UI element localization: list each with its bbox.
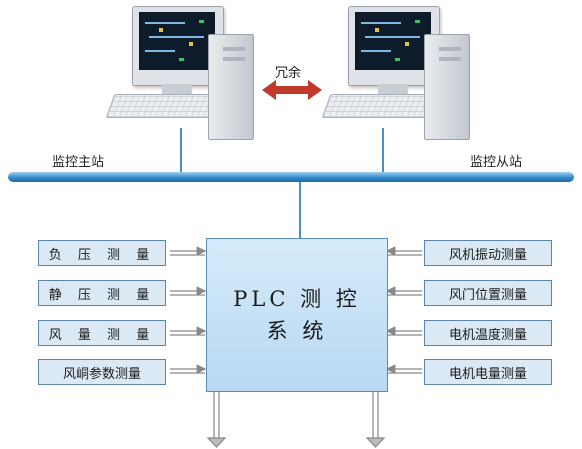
slave-screen	[355, 12, 431, 70]
slave-monitor	[348, 6, 440, 86]
plc-title-line1: PLC 测 控	[233, 287, 361, 311]
plc-drop-line	[299, 182, 301, 239]
input-box-fan-vibration: 风机振动测量	[424, 240, 552, 266]
input-box-motor-temperature: 电机温度测量	[424, 320, 552, 346]
master-drop-line	[180, 128, 182, 174]
master-station-label: 监控主站	[52, 155, 105, 170]
slave-station-label: 监控从站	[470, 155, 523, 170]
redundant-arrow-icon	[262, 80, 322, 100]
slave-workstation	[321, 6, 486, 141]
right-input-arrows	[385, 246, 422, 374]
plc-control-system: PLC 测 控 系 统	[206, 238, 388, 392]
slave-drop-line	[382, 128, 384, 174]
master-tower	[208, 34, 254, 140]
input-box-motor-electrical: 电机电量测量	[424, 359, 552, 385]
input-box-static-pressure: 静 压 测 量	[38, 280, 166, 306]
input-box-damper-position: 风门位置测量	[424, 280, 552, 306]
master-screen	[139, 12, 215, 70]
input-box-negative-pressure: 负 压 测 量	[38, 240, 166, 266]
slave-tower	[424, 34, 470, 140]
input-box-tunnel-parameters: 风峒参数测量	[38, 359, 166, 385]
master-workstation	[105, 6, 270, 141]
left-input-arrows	[170, 246, 207, 374]
redundant-label: 冗余	[275, 66, 302, 81]
plc-title-line2: 系 统	[266, 319, 328, 343]
input-box-air-volume: 风 量 测 量	[38, 320, 166, 346]
output-arrows	[206, 391, 386, 448]
network-bus	[8, 172, 574, 182]
